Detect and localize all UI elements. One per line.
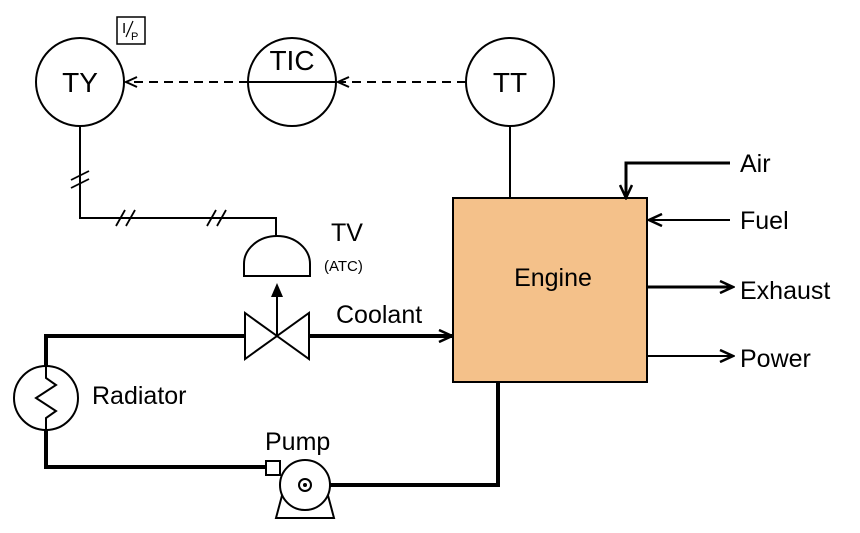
- radiator: [13, 365, 79, 431]
- ty-label: TY: [62, 67, 98, 98]
- exhaust-label: Exhaust: [740, 277, 830, 305]
- valve-diaphragm-actuator: [243, 235, 311, 277]
- valve-tag-label: TV: [331, 219, 363, 247]
- coolant-pump: [265, 459, 336, 519]
- coolant-valve-to-radiator-line: [44, 334, 245, 366]
- pneumatic-signal-line: [79, 126, 277, 242]
- tt-transmitter-bubble: TT: [465, 37, 555, 127]
- ty-transducer-bubble: TY: [35, 37, 125, 127]
- converter-sub-label: P: [131, 31, 138, 43]
- radiator-coil-symbol: [34, 366, 58, 430]
- valve-body-left: [244, 311, 279, 361]
- ip-converter-box: I P: [116, 16, 146, 45]
- tic-controller-bubble: TIC: [247, 37, 337, 127]
- valve-action-label: (ATC): [324, 258, 363, 275]
- coolant-engine-to-pump-line: [305, 382, 500, 487]
- pneumatic-hash-marks: [70, 170, 227, 227]
- radiator-label: Radiator: [92, 382, 187, 410]
- pump-shaft: [303, 483, 307, 487]
- coolant-label: Coolant: [336, 301, 422, 329]
- engine-label: Engine: [514, 264, 592, 292]
- power-label: Power: [740, 345, 811, 373]
- pump-suction-nozzle: [265, 460, 281, 476]
- valve-body-right: [275, 311, 310, 361]
- fuel-label: Fuel: [740, 207, 789, 235]
- air-label: Air: [740, 150, 771, 178]
- coolant-radiator-to-pump-line: [44, 430, 268, 469]
- pump-label: Pump: [265, 428, 330, 456]
- valve-stem-arrow: [271, 283, 283, 297]
- air-inlet-line: [626, 161, 730, 198]
- tt-label: TT: [493, 67, 527, 98]
- converter-main-label: I: [122, 20, 126, 37]
- tic-label: TIC: [269, 45, 314, 76]
- converter-slash: [125, 20, 134, 38]
- engine-block: [452, 197, 648, 383]
- control-valve: [243, 235, 311, 361]
